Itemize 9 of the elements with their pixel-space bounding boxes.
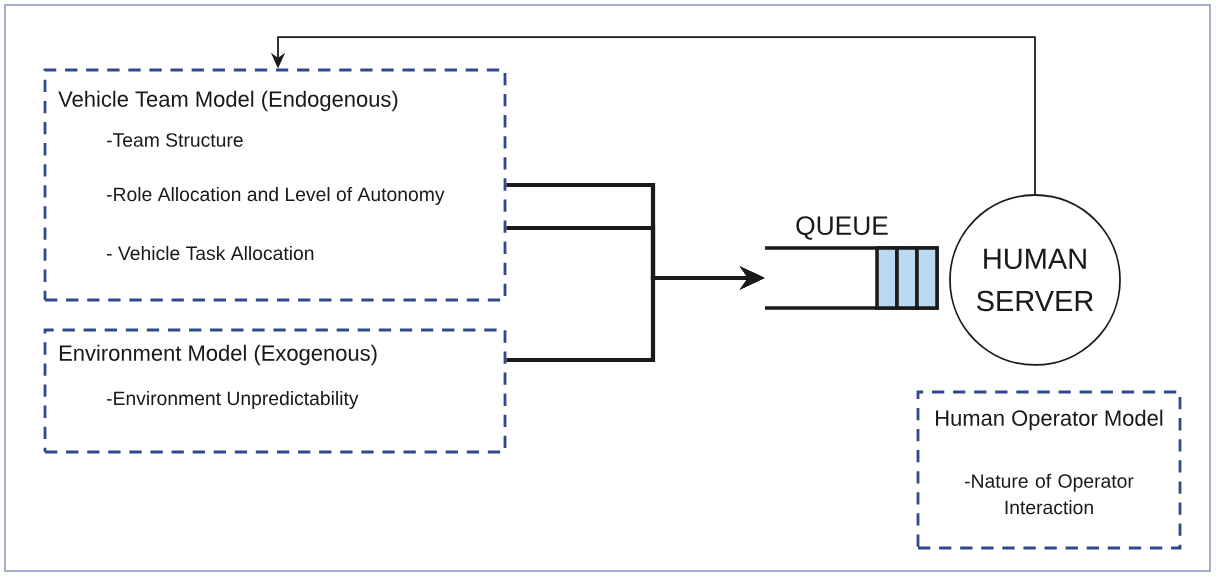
list-item: -Environment Unpredictability xyxy=(107,391,359,409)
queue-label: QUEUE xyxy=(796,216,888,240)
list-item: -Role Allocation and Level of Autonomy xyxy=(107,187,445,205)
list-item: -Nature of Operator Interaction xyxy=(965,473,1134,515)
list-item: - Vehicle Task Allocation xyxy=(107,245,314,261)
list-item: -Team Structure xyxy=(107,133,243,147)
box-heading: Vehicle Team Model (Endogenous) xyxy=(58,90,398,112)
box-heading: Environment Model (Exogenous) xyxy=(59,344,377,366)
box-heading: Human Operator Model xyxy=(936,409,1163,431)
